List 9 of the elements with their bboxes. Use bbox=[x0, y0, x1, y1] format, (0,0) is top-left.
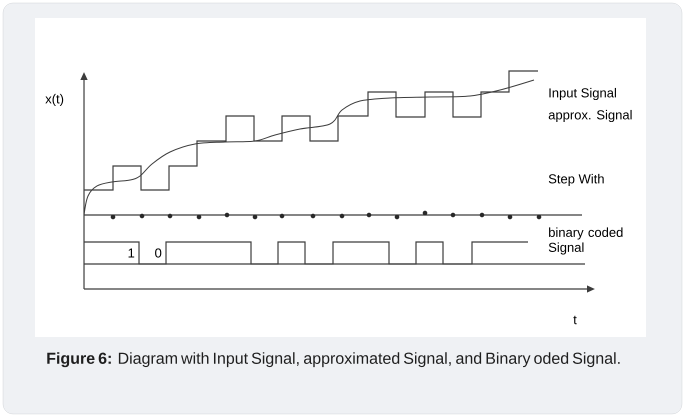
axis-label: x(t) bbox=[45, 94, 64, 106]
axis-label: t bbox=[573, 316, 577, 324]
bit-label: 1 bbox=[128, 248, 134, 258]
bit-label: 0 bbox=[155, 248, 162, 258]
signal-label: Step With bbox=[548, 174, 604, 186]
signal-label: Input Signal bbox=[549, 88, 616, 100]
signal-label: approx. Signal bbox=[548, 110, 632, 122]
signal-label: binary coded Signal bbox=[548, 227, 622, 255]
figure-caption: Figure 6: Diagram with Input Signal, approximated Signal, and Binary oded Signal. bbox=[47, 352, 620, 368]
